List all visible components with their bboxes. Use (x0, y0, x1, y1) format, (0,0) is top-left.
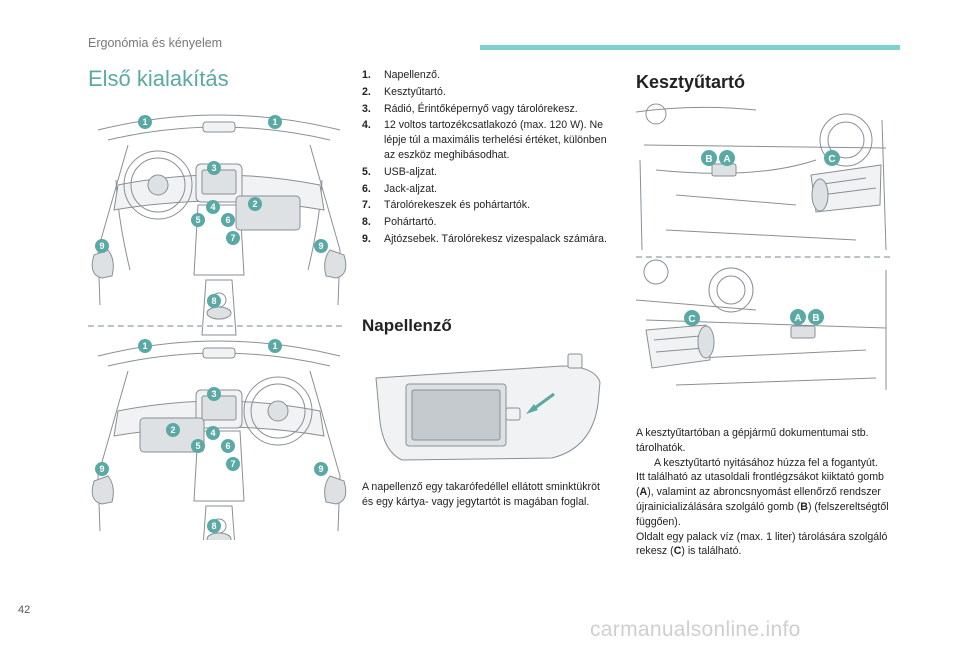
badge-1 (138, 115, 152, 129)
svg-text:A: A (794, 313, 801, 324)
badge-4 (206, 426, 220, 440)
sun-visor-text: A napellenző egy takarófedéllel ellátott… (362, 481, 600, 508)
badge-B (808, 309, 824, 325)
svg-text:A: A (723, 154, 730, 165)
badge-A (719, 150, 735, 166)
list-item: 8.Pohártartó. (362, 216, 437, 229)
svg-text:8: 8 (211, 296, 216, 306)
list-item: 3.Rádió, Érintőképernyő vagy tárolórekes… (362, 102, 578, 115)
svg-text:5: 5 (195, 215, 200, 225)
svg-text:B: B (705, 154, 712, 165)
svg-text:7: 7 (230, 459, 235, 469)
badge-2 (166, 423, 180, 437)
svg-text:2: 2 (252, 199, 257, 209)
glovebox-bullet: A kesztyűtartó nyitásához húzza fel a fo… (636, 456, 892, 471)
header-bar (480, 45, 900, 50)
glovebox-p1: A kesztyűtartóban a gépjármű dokumentuma… (636, 427, 869, 454)
dashboard-diagrams: 1 1 3 2 4 5 6 7 9 9 8 (91, 114, 347, 540)
diagram-divider (88, 325, 342, 327)
page-number: 42 (18, 604, 31, 616)
section-label: Ergonómia és kényelem (88, 36, 223, 50)
svg-text:1: 1 (272, 341, 277, 351)
sun-visor-heading: Napellenző (362, 316, 452, 335)
glovebox-heading: Kesztyűtartó (636, 72, 746, 92)
badge-6 (221, 213, 235, 227)
svg-text:1: 1 (142, 341, 147, 351)
badge-C (684, 310, 700, 326)
glovebox-p2: Itt található az utasoldali frontlégzsák… (636, 471, 889, 528)
bullet-arrow-icon (636, 456, 654, 471)
badge-9 (95, 239, 109, 253)
badge-9 (95, 462, 109, 476)
svg-text:7: 7 (230, 233, 235, 243)
watermark: carmanualsonline.info (590, 618, 801, 641)
badge-A (790, 309, 806, 325)
badge-5 (191, 439, 205, 453)
svg-text:1: 1 (142, 117, 147, 127)
svg-text:2: 2 (170, 425, 175, 435)
svg-text:6: 6 (225, 215, 230, 225)
dashboard-diagram-lhd: 1 1 3 2 4 5 6 7 9 9 8 (91, 114, 347, 336)
badge-6 (221, 439, 235, 453)
list-item: 2.Kesztyűtartó. (362, 85, 446, 98)
svg-text:C: C (688, 314, 695, 325)
arrow-icon (526, 404, 538, 414)
badge-9 (314, 462, 328, 476)
svg-text:4: 4 (210, 428, 215, 438)
badge-1 (268, 339, 282, 353)
badge-1 (138, 339, 152, 353)
glovebox-illustration-lhd: B A C (636, 103, 887, 251)
svg-text:9: 9 (99, 241, 104, 251)
badge-1 (268, 115, 282, 129)
svg-text:9: 9 (318, 464, 323, 474)
list-item: 1.Napellenző. (362, 69, 440, 81)
sun-visor-illustration (375, 353, 601, 461)
glovebox-divider (636, 256, 890, 258)
svg-text:5: 5 (195, 441, 200, 451)
badge-9 (314, 239, 328, 253)
svg-text:3: 3 (211, 163, 216, 173)
feature-list: 1.Napellenző. 2.Kesztyűtartó. 3.Rádió, É… (362, 68, 612, 249)
list-item: 6.Jack-aljzat. (362, 182, 437, 195)
svg-text:6: 6 (225, 441, 230, 451)
badge-7 (226, 231, 240, 245)
badge-3 (207, 387, 221, 401)
badge-C (824, 150, 840, 166)
page-title: Első kialakítás (88, 66, 229, 91)
svg-text:4: 4 (210, 202, 215, 212)
svg-text:9: 9 (318, 241, 323, 251)
list-item: 4.12 voltos tartozékcsatlakozó (max. 120… (362, 119, 607, 161)
svg-text:9: 9 (99, 464, 104, 474)
svg-text:1: 1 (272, 117, 277, 127)
list-item: 7.Tárolórekeszek és pohártartók. (362, 199, 531, 212)
glovebox-text: A kesztyűtartóban a gépjármű dokumentuma… (636, 426, 892, 559)
badge-8 (207, 294, 221, 308)
badge-7 (226, 457, 240, 471)
list-item: 5.USB-aljzat. (362, 165, 437, 178)
badge-3 (207, 161, 221, 175)
svg-text:3: 3 (211, 389, 216, 399)
list-item: 9.Ajtózsebek. Tárolórekesz vizespalack s… (362, 232, 607, 245)
dashboard-diagram-rhd: 1 1 3 2 4 5 6 7 9 9 8 (91, 339, 347, 540)
glovebox-p3: Oldalt egy palack víz (max. 1 liter) tár… (636, 530, 888, 558)
badge-4 (206, 200, 220, 214)
glovebox-illustration-rhd: C A B (636, 259, 887, 390)
badge-2 (248, 197, 262, 211)
badge-B (701, 150, 717, 166)
badge-5 (191, 213, 205, 227)
glovebox-illustrations: B A C C A B (636, 103, 887, 390)
svg-text:8: 8 (211, 521, 216, 531)
svg-text:C: C (828, 154, 835, 165)
svg-text:B: B (812, 313, 819, 324)
badge-8 (207, 519, 221, 533)
